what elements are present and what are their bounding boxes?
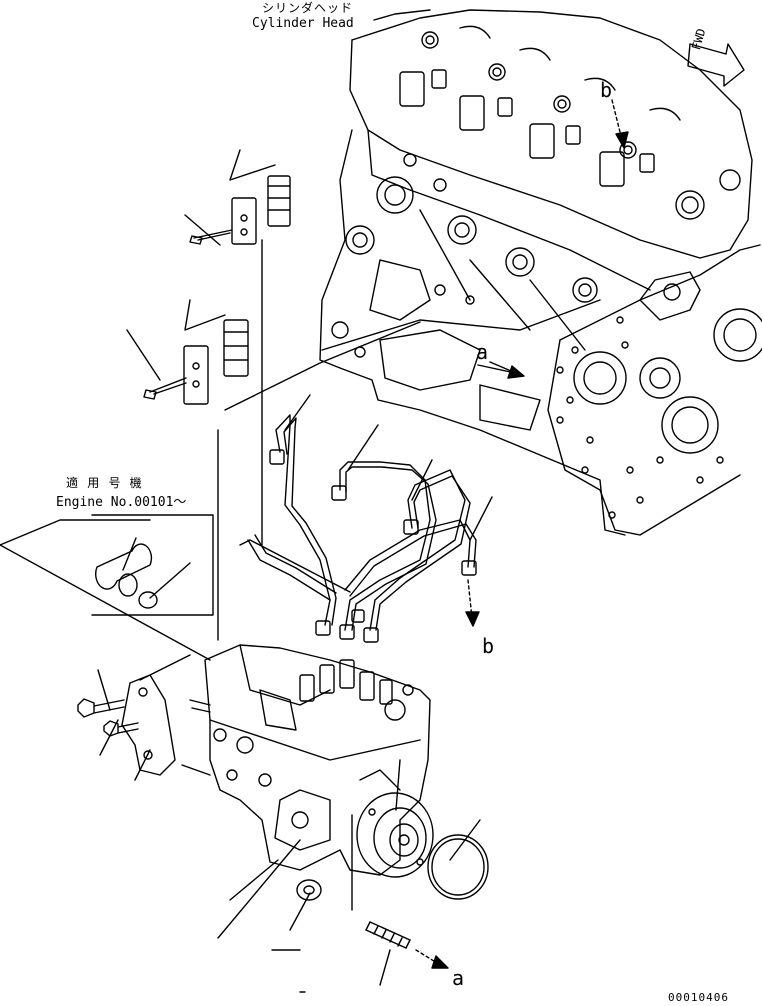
drawing-code: 00010406: [668, 991, 729, 1004]
engine-number-label: Engine No.00101〜: [56, 495, 187, 510]
pipe-clamp-upper: [189, 175, 291, 245]
engine-block: [319, 9, 762, 536]
applicable-engine-jp-label: 適 用 号 機: [66, 476, 143, 490]
cylinder-head-leader: [373, 9, 431, 21]
arrow-b-upper: [611, 99, 629, 149]
callout-a-upper: a: [476, 340, 489, 364]
engine-number-bracket: [91, 514, 214, 616]
pipe-clamp-lower: [143, 319, 249, 405]
bolt-upper: [77, 698, 125, 718]
bolt-lower: [103, 720, 139, 737]
arrow-b: [465, 579, 480, 627]
callout-a-lower: a: [452, 966, 465, 990]
fuel-injection-pipes: [247, 414, 477, 643]
cylinder-head-en-label: Cylinder Head: [252, 16, 354, 31]
callout-b-upper: b: [600, 78, 613, 102]
leader-lines: [0, 149, 516, 986]
o-ring: [427, 834, 489, 900]
fwd-arrow-icon: [687, 43, 745, 87]
arrow-a: [415, 949, 449, 969]
callout-b-lower: b: [482, 634, 495, 658]
arrow-a-upper: [489, 361, 525, 379]
washer: [296, 879, 322, 901]
stud-bolt: [365, 921, 411, 949]
cylinder-head-jp-label: シリンダヘッド: [262, 1, 354, 15]
fuel-injection-pump: [189, 644, 434, 878]
